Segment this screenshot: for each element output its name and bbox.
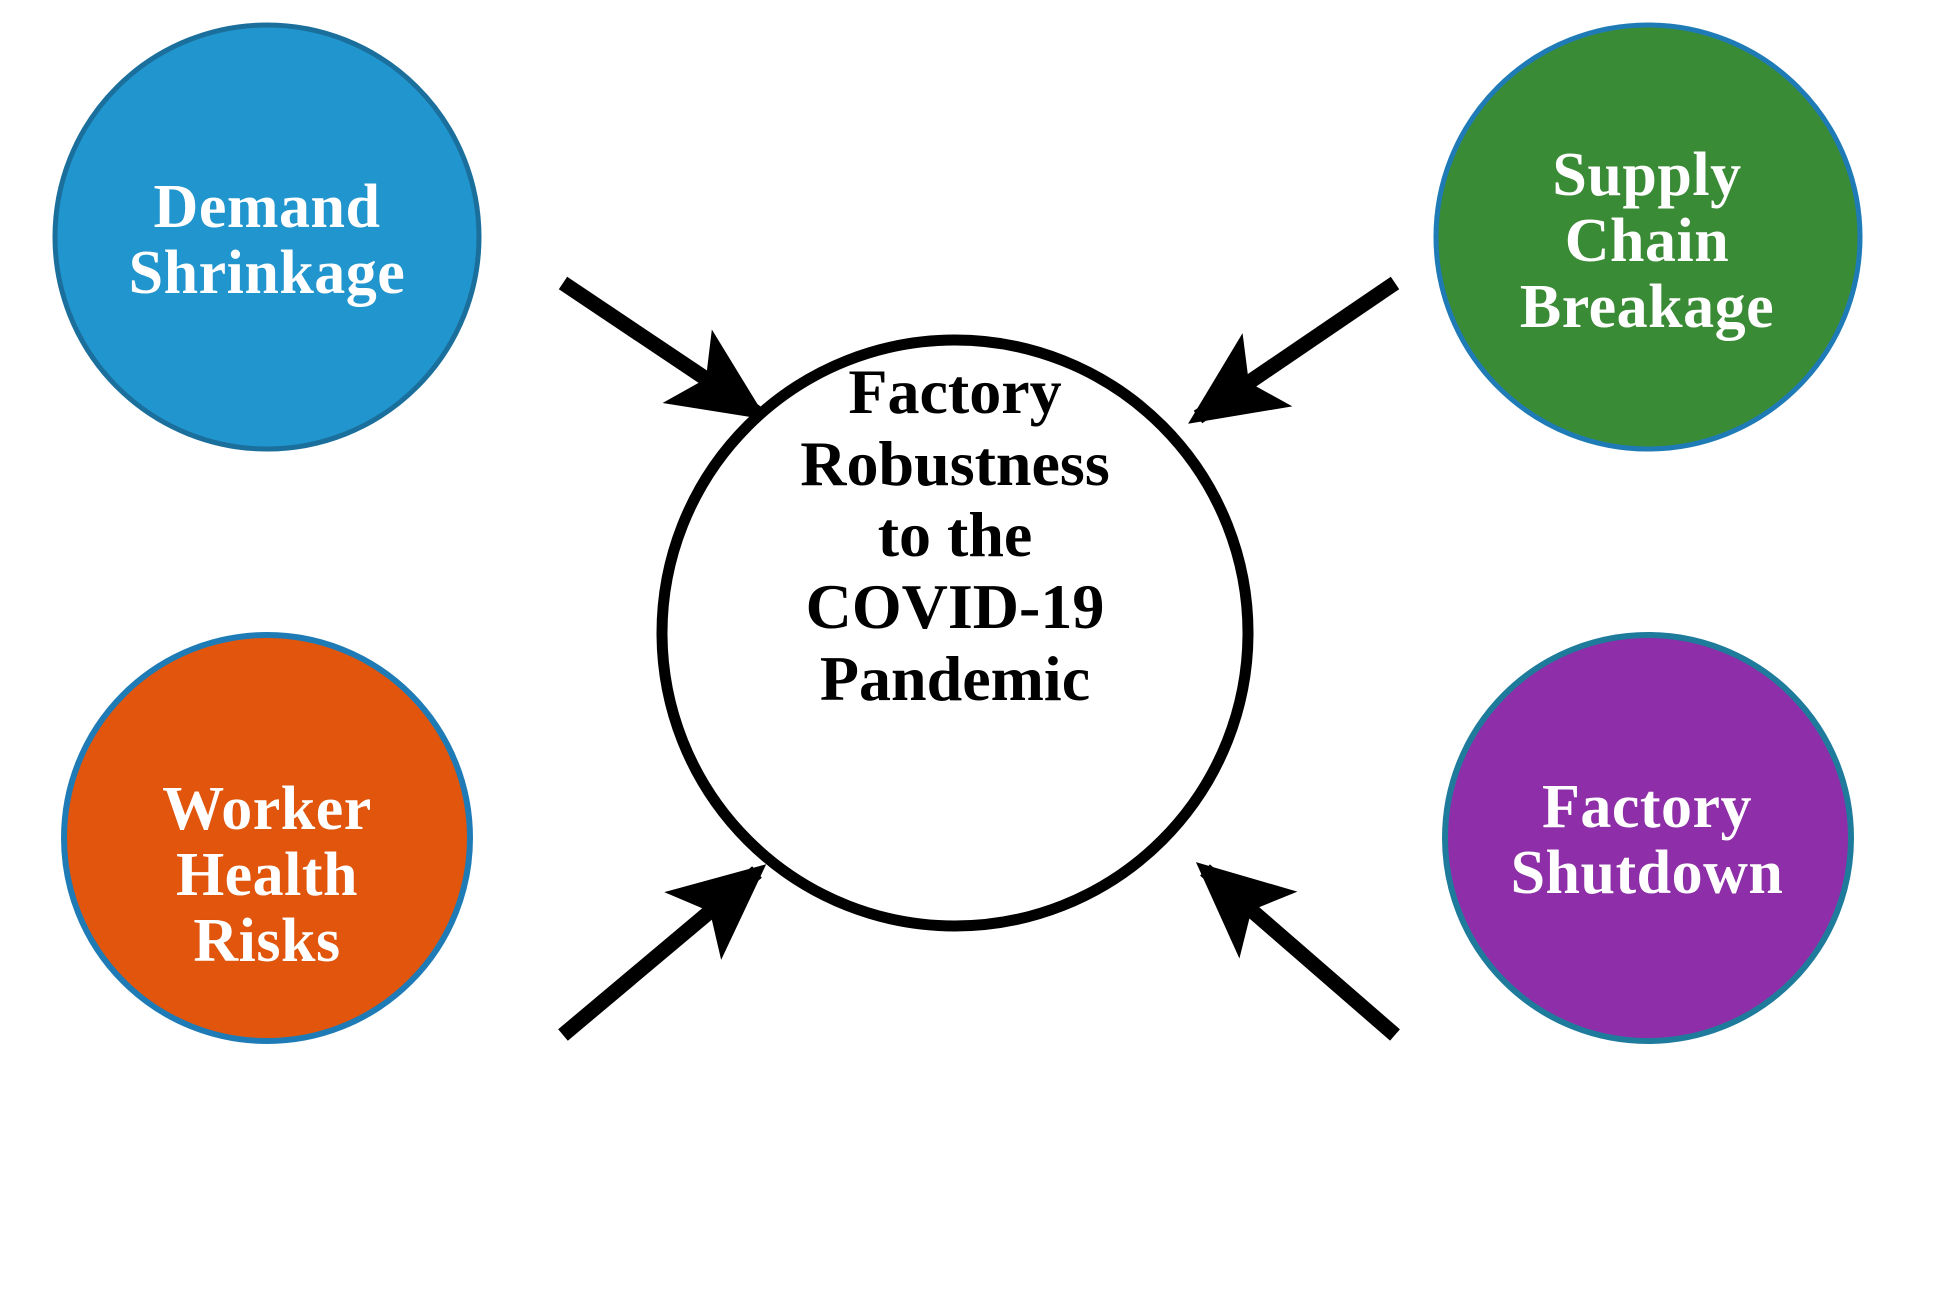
arrow-supply-to-center xyxy=(1188,276,1400,424)
node-circle-factory-robustness[interactable] xyxy=(656,334,1254,932)
node-circle-factory-shutdown[interactable] xyxy=(1442,632,1854,1044)
node-circle-supply-chain-breakage[interactable] xyxy=(1433,22,1863,452)
arrow-demand-to-center xyxy=(558,276,767,420)
node-circle-demand-shrinkage[interactable] xyxy=(52,22,482,452)
arrow-worker-to-center xyxy=(558,864,767,1041)
arrow-shutdown-to-center xyxy=(1195,862,1400,1041)
node-circle-worker-health-risks[interactable] xyxy=(61,632,473,1044)
